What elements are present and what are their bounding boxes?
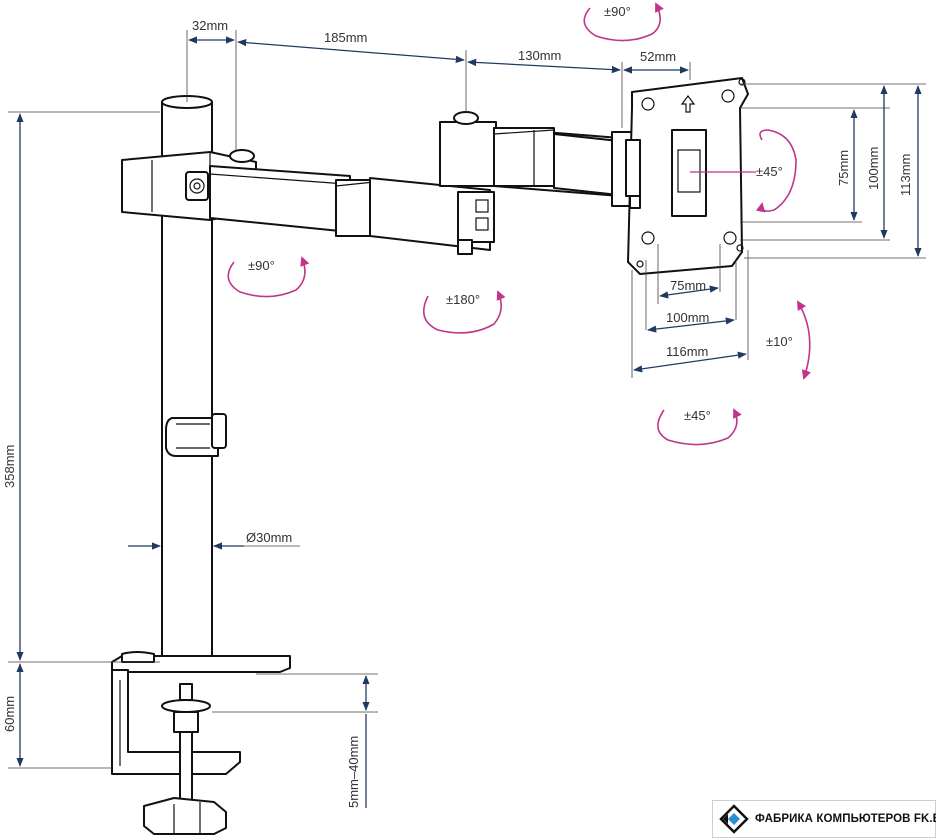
rotation-pan-arrow-icon xyxy=(657,408,742,446)
dim-clamp-height: 60mm xyxy=(2,696,17,732)
vesa-plate xyxy=(625,77,749,275)
dim-head-offset: 52mm xyxy=(640,49,676,64)
dim-pole-height: 358mm xyxy=(2,445,17,488)
diamond-logo-icon xyxy=(719,804,749,834)
dim-pole-top: 32mm xyxy=(192,18,228,33)
dim-vesa-v-75: 75mm xyxy=(836,150,851,186)
desk-clamp xyxy=(111,651,291,835)
rot-plate-label: ±45° xyxy=(756,164,783,179)
dim-vesa-v-100: 100mm xyxy=(866,147,881,190)
dim-arm-second: 130mm xyxy=(518,48,561,63)
dim-vesa-h-75: 75mm xyxy=(670,278,706,293)
dim-clamp-range: 5mm–40mm xyxy=(346,736,361,808)
rot-top-label: ±90° xyxy=(604,4,631,19)
rot-arm-label: ±90° xyxy=(248,258,275,273)
brand-logo-text: ФАБРИКА КОМПЬЮТЕРОВ FK.BY xyxy=(755,813,936,825)
rot-elbow-label: ±180° xyxy=(446,292,480,307)
dim-arm-first: 185mm xyxy=(324,30,367,45)
dim-plate-width: 116mm xyxy=(666,344,708,359)
second-arm xyxy=(439,111,635,207)
rot-tilt-label: ±10° xyxy=(766,334,793,349)
dim-vesa-h-100: 100mm xyxy=(666,310,709,325)
rotation-elbow-arrow-icon xyxy=(422,290,506,334)
rotation-arm-arrow-icon xyxy=(227,256,310,298)
rot-pan-label: ±45° xyxy=(684,408,711,423)
brand-logo: ФАБРИКА КОМПЬЮТЕРОВ FK.BY xyxy=(712,800,936,838)
dim-pole-diameter: Ø30mm xyxy=(246,530,292,545)
dimension-lines xyxy=(8,30,926,808)
rotation-arrows xyxy=(227,2,811,446)
rotation-tilt-arrow-icon xyxy=(797,300,811,380)
dim-plate-height: 113mm xyxy=(898,154,913,196)
first-arm xyxy=(121,149,495,255)
rotation-plate-arrow-icon xyxy=(755,129,797,213)
rotation-top-arrow-icon xyxy=(583,2,664,42)
